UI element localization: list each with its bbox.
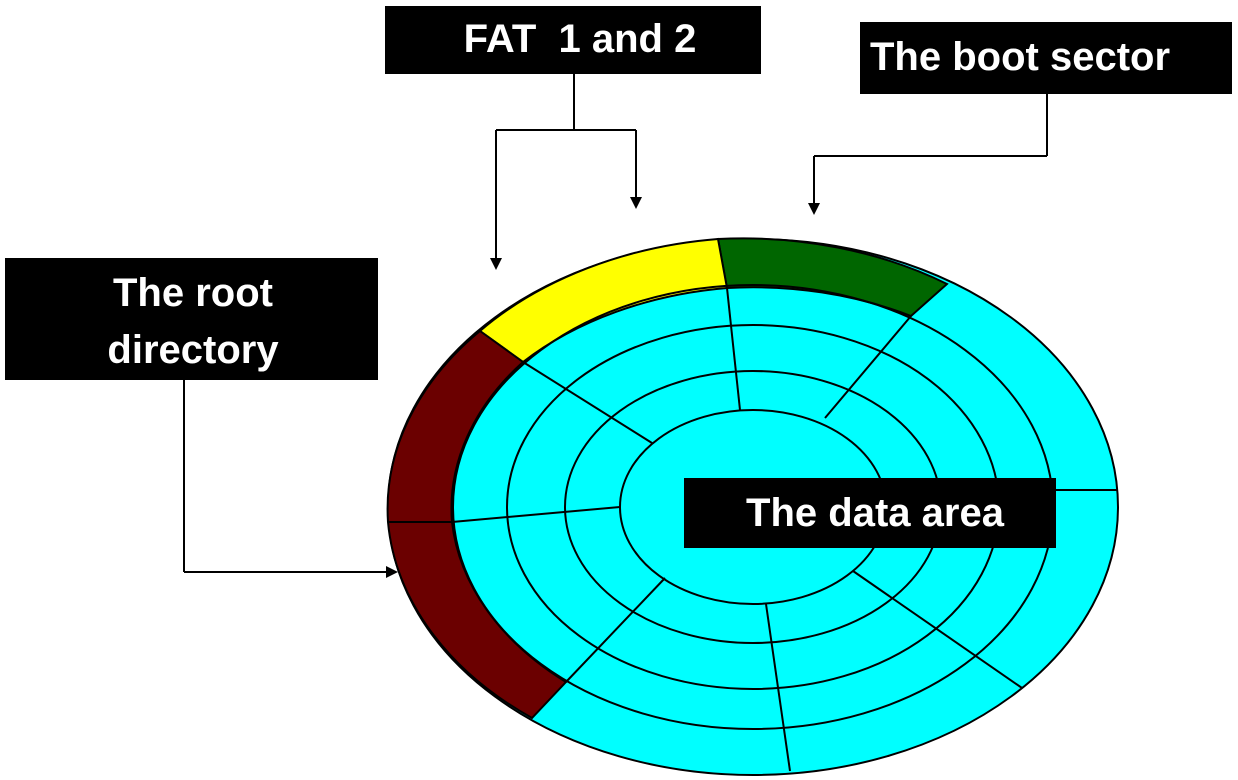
boot-sector-label-box [860, 22, 1232, 94]
sector-divider [765, 603, 791, 772]
fat-segment [478, 237, 729, 364]
boot-sector-label: The boot sector [870, 35, 1170, 79]
data-area-label-box [684, 478, 1056, 548]
boot-sector-segment [716, 237, 949, 318]
sector-dividers [451, 287, 1117, 772]
fat-connector [490, 74, 642, 270]
root-directory-connector [183, 380, 398, 578]
sector-divider [852, 570, 1023, 689]
data-area-label: The data area [746, 491, 1005, 535]
sector-divider [451, 506, 621, 523]
root-directory-label-line2: directory [107, 328, 279, 372]
fat-label: FAT 1 and 2 [464, 17, 697, 61]
root-directory-label-line1: The root [113, 271, 273, 315]
root-directory-segment [386, 329, 568, 720]
sector-divider [726, 287, 741, 411]
sector-divider [565, 577, 666, 683]
sector-divider [522, 361, 653, 444]
boot-sector-connector [808, 94, 1048, 215]
fat-label-box [385, 6, 761, 74]
sector-divider [824, 315, 912, 419]
root-directory-label-box [5, 258, 378, 380]
